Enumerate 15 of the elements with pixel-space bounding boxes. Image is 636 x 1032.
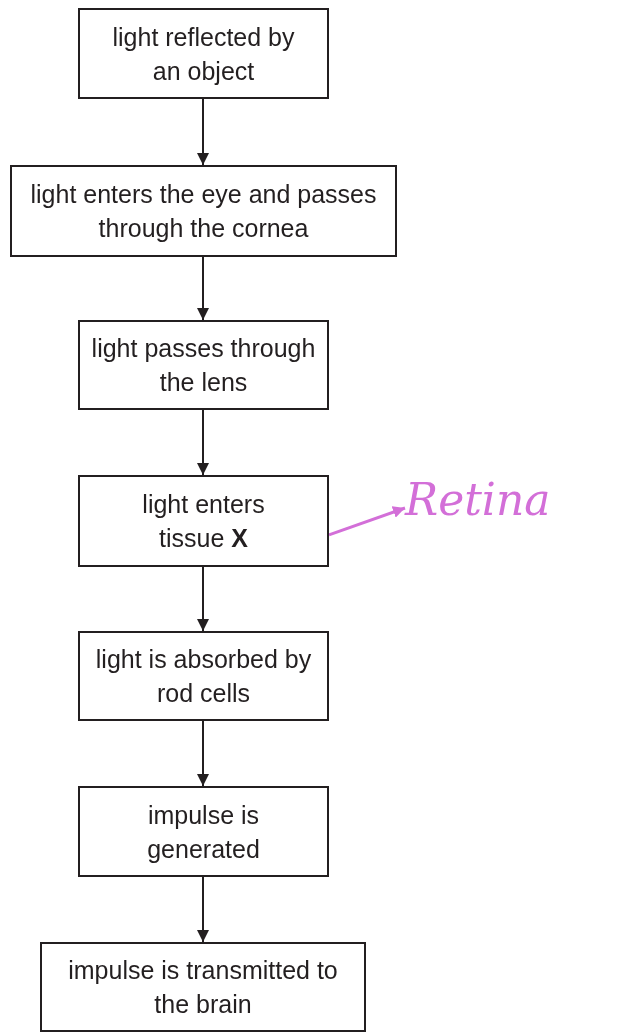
arrow bbox=[197, 876, 209, 943]
arrow bbox=[197, 720, 209, 787]
process-box: light is absorbed by rod cells bbox=[78, 631, 329, 721]
arrow bbox=[197, 256, 209, 321]
handwritten-note: Retina bbox=[405, 460, 636, 540]
process-box: impulse is transmitted to the brain bbox=[40, 942, 366, 1032]
process-box: light enters the eye and passes through the cornea bbox=[10, 165, 397, 257]
process-box: light passes through the lens bbox=[78, 320, 329, 410]
process-box: light reflected by an object bbox=[78, 8, 329, 99]
arrow bbox=[197, 98, 209, 166]
process-box: impulse is generated bbox=[78, 786, 329, 877]
process-box: light enters tissue X bbox=[78, 475, 329, 567]
arrow bbox=[328, 506, 406, 537]
arrow bbox=[197, 566, 209, 632]
arrow bbox=[197, 409, 209, 476]
